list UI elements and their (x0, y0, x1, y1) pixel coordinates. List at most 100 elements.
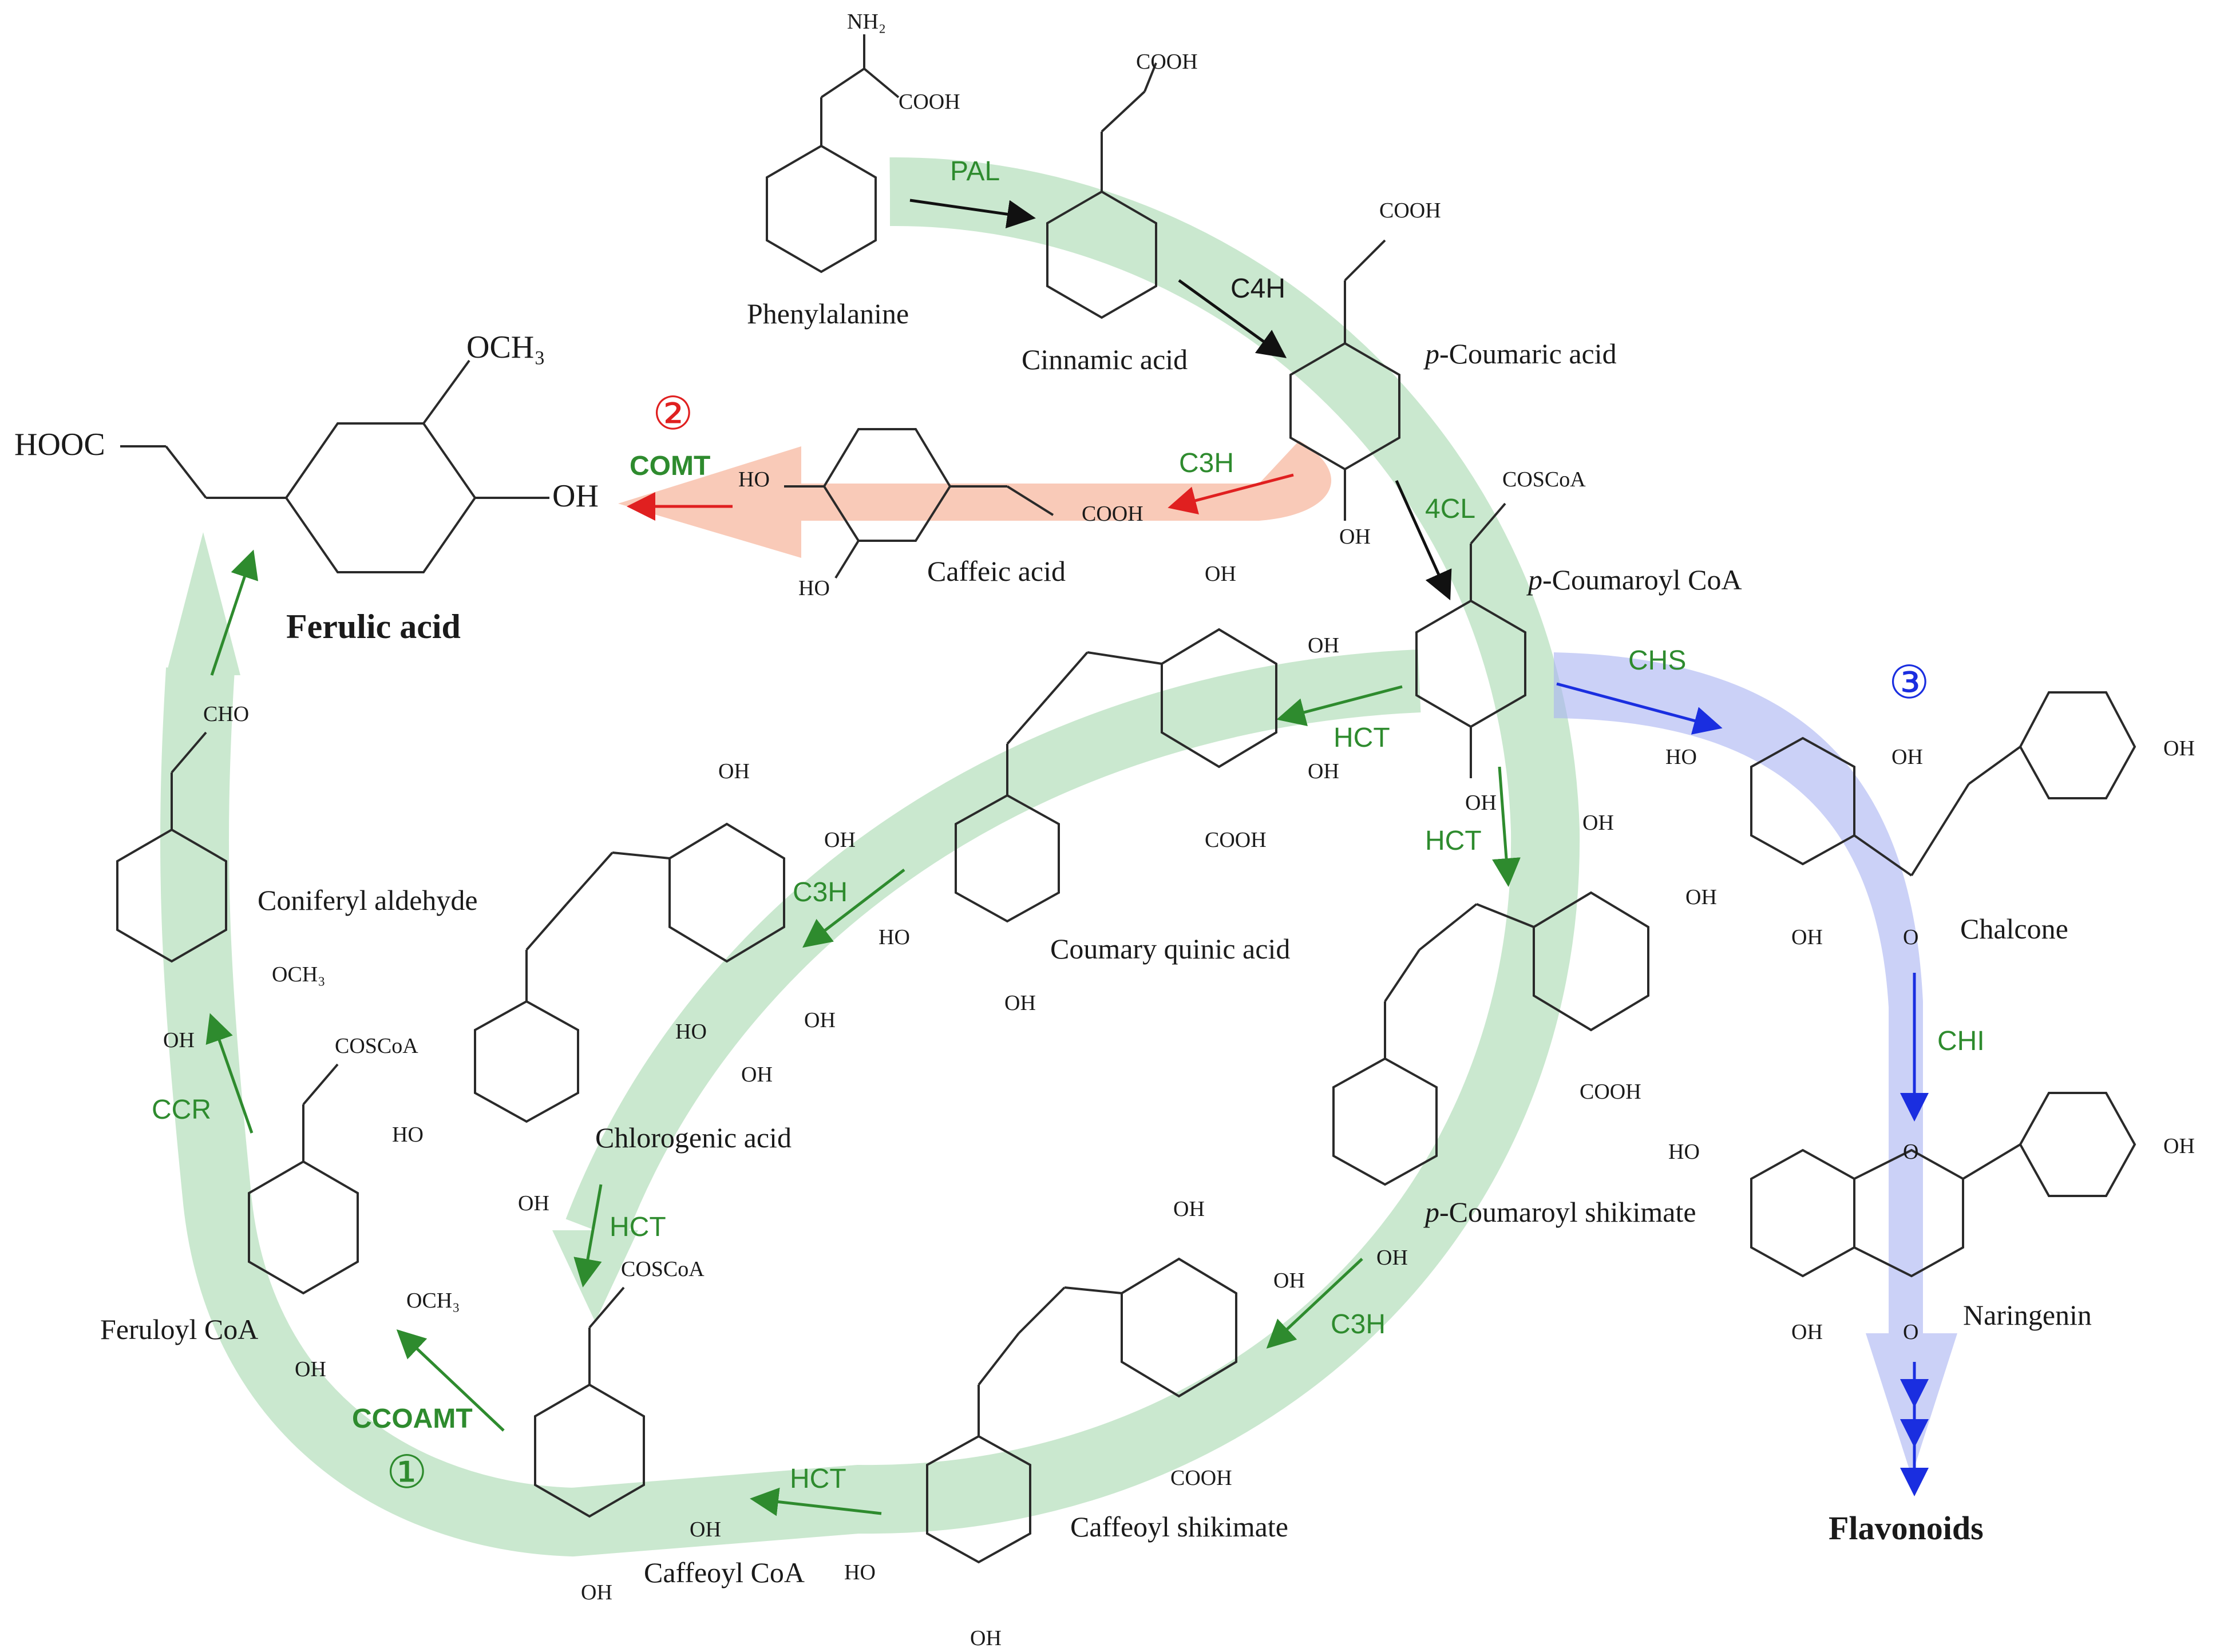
group-oh: OH (970, 1626, 1002, 1650)
label-coniferyl-aldehyde: Coniferyl aldehyde (258, 884, 478, 916)
label-caffeoyl-shikimate: Caffeoyl shikimate (1070, 1511, 1288, 1543)
group-oh: OH (1891, 745, 1923, 769)
group-cooh: COOH (1379, 199, 1441, 223)
enzyme-pal: PAL (950, 156, 1000, 187)
group-ho: HO (1665, 745, 1697, 769)
group-cooh: COOH (1205, 828, 1267, 852)
group-hooc: HOOC (14, 427, 105, 462)
caffeoyl-shikimate-structure (926, 1257, 1237, 1564)
inner-loop-band (552, 649, 1421, 1322)
4cl-arrow (1395, 480, 1452, 601)
enzyme-comt: COMT (630, 451, 710, 481)
ccr-arrow (205, 1013, 254, 1134)
group-cooh: COOH (1082, 502, 1143, 526)
group-o: O (1903, 925, 1918, 949)
group-oh: OH (1376, 1246, 1408, 1270)
group-cooh: COOH (899, 90, 960, 114)
molecular-structures (116, 34, 2136, 1564)
enzyme-hct-2: HCT (1425, 826, 1482, 856)
group-oh: OH (1791, 1320, 1823, 1344)
group-oh: OH (1582, 811, 1614, 835)
main-cycle-band (160, 157, 1580, 1557)
group-nh2: NH₂ (847, 10, 886, 34)
group-o: O (1903, 1320, 1918, 1344)
enzyme-chs: CHS (1628, 645, 1686, 676)
chemical-group-labels: NH₂ COOH COOH COOH OH COSCoA OH HO HO CO… (14, 10, 2195, 1650)
group-ho: HO (738, 468, 770, 492)
enzyme-hct-3: HCT (610, 1212, 666, 1242)
pal-arrow (909, 199, 1036, 229)
p-coumaroyl-shikimate-structure (1332, 891, 1649, 1186)
hct-3-arrow (573, 1184, 603, 1287)
group-oh: OH (804, 1008, 836, 1032)
label-flavonoids: Flavonoids (1829, 1510, 1984, 1547)
chalcone-structure (1750, 691, 2136, 877)
enzyme-hct-1: HCT (1333, 723, 1390, 753)
cinnamic-acid-structure (1046, 62, 1157, 319)
group-ho: HO (798, 576, 830, 600)
label-cinnamic-acid: Cinnamic acid (1022, 343, 1188, 375)
group-o: O (1903, 1140, 1918, 1164)
flavonoid-branch-band (1554, 652, 1957, 1476)
enzyme-c3h-red: C3H (1179, 448, 1234, 478)
c3h-red-arrow (1168, 473, 1294, 515)
marker-3: ③ (1889, 656, 1930, 709)
group-oh: OH (518, 1191, 549, 1215)
group-och3: OCH₃ (406, 1289, 460, 1313)
naringenin-structure (1750, 1092, 2136, 1278)
coumary-quinic-acid-structure (955, 628, 1277, 923)
group-och3: OCH₃ (272, 962, 325, 987)
label-p-coumaroyl-shikimate: p-Coumaroyl shikimate (1423, 1196, 1696, 1228)
p-coumaric-acid-structure (1289, 239, 1400, 521)
group-coscoa: COSCoA (335, 1034, 418, 1058)
group-oh: OH (581, 1580, 612, 1605)
group-oh: OH (2163, 1134, 2195, 1158)
group-ho: HO (1668, 1140, 1700, 1164)
enzyme-chi: CHI (1937, 1026, 1985, 1056)
label-chlorogenic-acid: Chlorogenic acid (595, 1122, 792, 1154)
group-coscoa: COSCoA (621, 1257, 705, 1281)
enzyme-4cl: 4CL (1425, 494, 1475, 524)
label-caffeoyl-coa: Caffeoyl CoA (644, 1556, 805, 1588)
group-cooh: COOH (1136, 50, 1198, 74)
group-oh: OH (690, 1518, 721, 1542)
enzyme-c3h-1: C3H (793, 877, 848, 908)
ferulic-acid-structure (120, 359, 549, 573)
group-ho: HO (844, 1560, 876, 1584)
enzyme-c3h-2: C3H (1331, 1309, 1386, 1340)
feruloyl-coa-structure (248, 1063, 359, 1295)
enzyme-labels: PAL C4H 4CL C3H COMT HCT HCT C3H HCT C3H… (152, 156, 1985, 1494)
label-p-coumaroyl-coa: p-Coumaroyl CoA (1526, 564, 1742, 596)
group-oh: OH (2163, 736, 2195, 760)
hct-4-arrow (750, 1487, 882, 1516)
label-p-coumaric-acid: p-Coumaric acid (1423, 338, 1617, 370)
group-oh: OH (1465, 791, 1497, 815)
enzyme-ccoamt: CCOAMT (352, 1404, 473, 1434)
group-oh: OH (1173, 1197, 1205, 1221)
hct-2-arrow (1492, 766, 1521, 887)
group-oh: OH (295, 1357, 326, 1381)
group-oh: OH (741, 1063, 773, 1087)
group-oh: OH (552, 478, 599, 514)
label-phenylalanine: Phenylalanine (747, 298, 909, 330)
group-oh: OH (1205, 562, 1236, 586)
group-och3: OCH₃ (466, 330, 545, 365)
group-oh: OH (718, 759, 750, 783)
group-oh: OH (1004, 991, 1036, 1015)
compound-labels: Phenylalanine Cinnamic acid p-Coumaric a… (100, 298, 2092, 1588)
group-cooh: COOH (1580, 1080, 1641, 1104)
marker-2: ② (652, 387, 694, 440)
c3h-1-arrow (802, 869, 905, 948)
group-ho: HO (879, 925, 910, 949)
caffeoyl-coa-structure (534, 1286, 645, 1518)
c4h-arrow (1178, 279, 1287, 358)
enzyme-c4h: C4H (1230, 274, 1285, 304)
label-chalcone: Chalcone (1960, 913, 2068, 945)
chlorogenic-acid-structure (474, 822, 785, 1123)
to-ferulic-arrow (210, 549, 259, 676)
group-oh: OH (1339, 525, 1371, 549)
pathway-markers: ① ② ③ (386, 387, 1930, 1499)
group-cooh: COOH (1170, 1466, 1232, 1490)
label-naringenin: Naringenin (1963, 1299, 2092, 1331)
